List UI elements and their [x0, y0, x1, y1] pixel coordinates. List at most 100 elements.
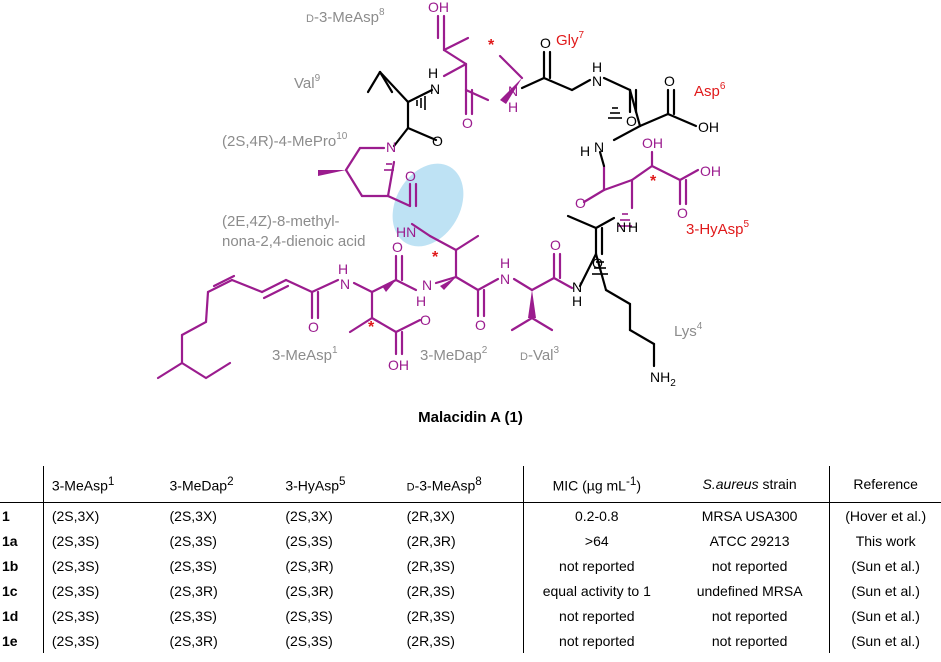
- atom-oh-hyasp-top: OH: [642, 135, 663, 151]
- atom-n-dval: N: [500, 271, 510, 287]
- cell-hyasp5: (2S,3R): [285, 557, 334, 574]
- table-header-strain: S.aureus strain: [702, 476, 797, 492]
- atom-oh-measp8: OH: [428, 0, 449, 15]
- label-fatty-acid-line2: nona-2,4-dienoic acid: [222, 233, 365, 250]
- atom-n-lys: N: [572, 279, 582, 295]
- atom-n-hyasp: N: [616, 219, 626, 235]
- cell-d-measp8: (2R,3S): [406, 582, 455, 599]
- cell-hyasp5: (2S,3S): [285, 607, 333, 624]
- atom-h-measp8: H: [508, 99, 518, 115]
- atom-o-asp6-acid: O: [664, 73, 675, 89]
- label-medap2: 3-MeDap2: [420, 345, 488, 364]
- atom-o-hyasp: O: [575, 195, 586, 211]
- atom-o-gly: O: [540, 35, 551, 51]
- label-measp1: 3-MeAsp1: [272, 345, 338, 364]
- atom-o-medap: O: [475, 317, 486, 333]
- cell-reference: (Sun et al.): [829, 553, 941, 578]
- atom-o-measp1: O: [392, 239, 403, 255]
- cell-reference: This work: [829, 528, 941, 553]
- cell-medap2: (2S,3S): [169, 532, 217, 549]
- star-medap2: *: [432, 249, 439, 266]
- row-id: 1: [2, 507, 10, 524]
- row-id: 1b: [2, 557, 19, 574]
- cell-strain: MRSA USA300: [701, 507, 798, 524]
- atom-n-mepro: N: [386, 139, 396, 155]
- table-row: 1b (2S,3S) (2S,3S) (2S,3R) (2R,3S) not r…: [0, 553, 941, 578]
- star-measp8: *: [488, 37, 495, 54]
- table-header-id: [0, 466, 43, 503]
- atom-o-dval: O: [550, 237, 561, 253]
- atom-n-medap: N: [422, 277, 432, 293]
- table-header-d-measp8: D-3-MeAsp8: [406, 474, 482, 494]
- cell-medap2: (2S,3S): [169, 607, 217, 624]
- cell-measp1: (2S,3S): [42, 628, 164, 653]
- label-gly7: Gly7: [556, 30, 585, 49]
- star-measp1: *: [368, 319, 375, 336]
- table-row: 1c (2S,3S) (2S,3R) (2S,3R) (2R,3S) equal…: [0, 578, 941, 603]
- stereochemistry-table: 3-MeAsp1 3-MeDap2 3-HyAsp5 D-3-MeAsp8 MI…: [0, 466, 941, 653]
- atom-h-medap: H: [416, 293, 426, 309]
- cell-medap2: (2S,3R): [169, 632, 218, 649]
- table-header-hyasp5: 3-HyAsp5: [285, 474, 346, 494]
- cell-mic: >64: [522, 528, 670, 553]
- cell-hyasp5: (2S,3X): [285, 507, 333, 524]
- table-row: 1d (2S,3S) (2S,3S) (2S,3S) (2R,3S) not r…: [0, 603, 941, 628]
- atom-o-val9: O: [432, 133, 443, 149]
- cell-hyasp5: (2S,3R): [285, 582, 334, 599]
- purple-bonds: [156, 14, 700, 380]
- purple-wedges: [318, 78, 536, 318]
- atom-n-asp6: N: [594, 139, 604, 155]
- table-header-row: 3-MeAsp1 3-MeDap2 3-HyAsp5 D-3-MeAsp8 MI…: [0, 466, 941, 503]
- atom-n-measp1: N: [340, 276, 350, 292]
- cell-strain: undefined MRSA: [696, 582, 803, 599]
- cell-measp1: (2S,3S): [42, 553, 164, 578]
- atom-nh2: NH2: [650, 369, 676, 389]
- cell-hyasp5: (2S,3S): [285, 632, 333, 649]
- row-id: 1c: [2, 582, 18, 599]
- cell-d-measp8: (2R,3S): [406, 632, 455, 649]
- cell-mic: not reported: [522, 553, 670, 578]
- atom-o-lys: O: [592, 255, 603, 271]
- atom-h-dval: H: [500, 255, 510, 271]
- cell-strain: not reported: [711, 607, 788, 624]
- cell-medap2: (2S,3X): [169, 507, 217, 524]
- cell-mic: 0.2-0.8: [522, 502, 670, 528]
- hashed-bonds-purple: [384, 163, 632, 227]
- atom-h-lys: H: [572, 293, 582, 309]
- table-row: 1a (2S,3S) (2S,3S) (2S,3S) (2R,3R) >64 A…: [0, 528, 941, 553]
- label-fatty-acid-line1: (2E,4Z)-8-methyl-: [222, 213, 340, 230]
- atom-h-measp1: H: [338, 261, 348, 277]
- atom-hn-medap: HN: [396, 224, 416, 240]
- cell-hyasp5: (2S,3S): [285, 532, 333, 549]
- residue-labels: D-3-MeAsp8 Gly7 Asp6 Val9 (2S,4R)-4-MePr…: [222, 7, 750, 364]
- cell-mic: equal activity to 1: [522, 578, 670, 603]
- cell-d-measp8: (2R,3S): [406, 607, 455, 624]
- cell-medap2: (2S,3S): [169, 557, 217, 574]
- stereocenter-stars: * * * *: [368, 37, 657, 336]
- table-header-medap2: 3-MeDap2: [169, 474, 234, 494]
- figure-caption: Malacidin A (1): [418, 409, 523, 426]
- atom-labels-black: H N O O H N O O OH N H N H O N H NH2: [428, 35, 719, 389]
- malacidin-structure-diagram: OH O N H N O HN O H N O O OH N H O H N O…: [156, 0, 750, 389]
- table-row: 1e (2S,3S) (2S,3R) (2S,3S) (2R,3S) not r…: [0, 628, 941, 653]
- atom-o-mepro: O: [405, 168, 416, 184]
- atom-oh-measp1: OH: [388, 357, 409, 373]
- cell-d-measp8: (2R,3X): [406, 507, 455, 524]
- cell-strain: not reported: [711, 632, 788, 649]
- cell-strain: not reported: [711, 557, 788, 574]
- table-header-mic: MIC (µg mL-1): [522, 466, 670, 503]
- atom-o-hyasp-acid: O: [677, 205, 688, 221]
- cell-mic: not reported: [522, 628, 670, 653]
- atom-n-val9: N: [430, 81, 440, 97]
- cell-reference: (Hover et al.): [829, 502, 941, 528]
- cell-d-measp8: (2R,3R): [406, 532, 456, 549]
- star-hyasp5: *: [650, 173, 657, 190]
- atom-oh-asp6: OH: [698, 119, 719, 135]
- cell-reference: (Sun et al.): [829, 628, 941, 653]
- label-d-3-measp8: D-3-MeAsp8: [306, 7, 385, 26]
- cell-measp1: (2S,3X): [42, 502, 164, 528]
- cell-mic: not reported: [522, 603, 670, 628]
- cell-d-measp8: (2R,3S): [406, 557, 455, 574]
- atom-nh-measp8: N: [508, 83, 518, 99]
- row-id: 1d: [2, 607, 19, 624]
